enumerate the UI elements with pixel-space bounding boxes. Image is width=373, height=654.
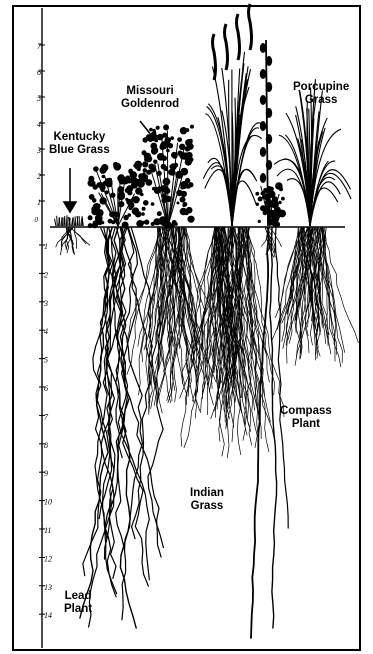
ruler-label: 13 xyxy=(44,583,52,592)
ruler-label: 2 xyxy=(44,270,48,279)
ruler-label: 5 xyxy=(44,356,48,365)
missouri-label-line2: Goldenrod xyxy=(121,98,179,111)
porcupine-label-line2: Grass xyxy=(293,94,349,107)
ruler-label: 1 xyxy=(37,198,41,207)
ruler-label: 4 xyxy=(37,120,41,129)
porcupine-grass-plant xyxy=(272,79,358,367)
ruler-label: 4 xyxy=(44,327,48,336)
depth-ruler: 765432101234567891011121314 xyxy=(35,8,53,648)
ruler-label: 3 xyxy=(43,299,48,308)
indian-grass-label: Indian Grass xyxy=(190,487,224,513)
porcupine-grass-label: Porcupine Grass xyxy=(293,81,349,107)
ruler-label: 7 xyxy=(44,412,49,421)
kentucky-label-line2: Blue Grass xyxy=(49,144,110,157)
ruler-label: 0 xyxy=(35,216,39,224)
kentucky-blue-grass-plant xyxy=(55,215,90,254)
compass-label-line1: Compass xyxy=(280,405,332,418)
indian-label-line1: Indian xyxy=(190,487,224,500)
kentucky-arrow xyxy=(64,168,76,212)
kentucky-blue-grass-label: Kentucky Blue Grass xyxy=(49,131,110,157)
lead-plant-label: Lead Plant xyxy=(64,590,92,616)
ruler-label: 10 xyxy=(44,498,52,507)
missouri-label-line1: Missouri xyxy=(121,85,179,98)
ruler-label: 1 xyxy=(44,242,48,251)
missouri-arrow xyxy=(140,121,157,141)
indian-label-line2: Grass xyxy=(190,500,224,513)
ruler-label: 9 xyxy=(44,469,48,478)
ruler-label: 3 xyxy=(36,146,41,155)
porcupine-label-line1: Porcupine xyxy=(293,81,349,94)
lead-label-line2: Plant xyxy=(64,603,92,616)
kentucky-label-line1: Kentucky xyxy=(49,131,110,144)
ruler-label: 2 xyxy=(37,172,41,181)
ruler-label: 6 xyxy=(37,68,41,77)
ruler-label: 11 xyxy=(44,526,51,535)
ruler-label: 7 xyxy=(37,42,42,51)
ruler-label: 12 xyxy=(44,554,52,563)
compass-plant-label: Compass Plant xyxy=(280,405,332,431)
ruler-label: 6 xyxy=(44,384,48,393)
ruler-label: 8 xyxy=(44,441,48,450)
ruler-label: 14 xyxy=(44,611,52,620)
ruler-label: 5 xyxy=(37,94,41,103)
compass-label-line2: Plant xyxy=(280,418,332,431)
missouri-goldenrod-label: Missouri Goldenrod xyxy=(121,85,179,111)
lead-label-line1: Lead xyxy=(64,590,92,603)
